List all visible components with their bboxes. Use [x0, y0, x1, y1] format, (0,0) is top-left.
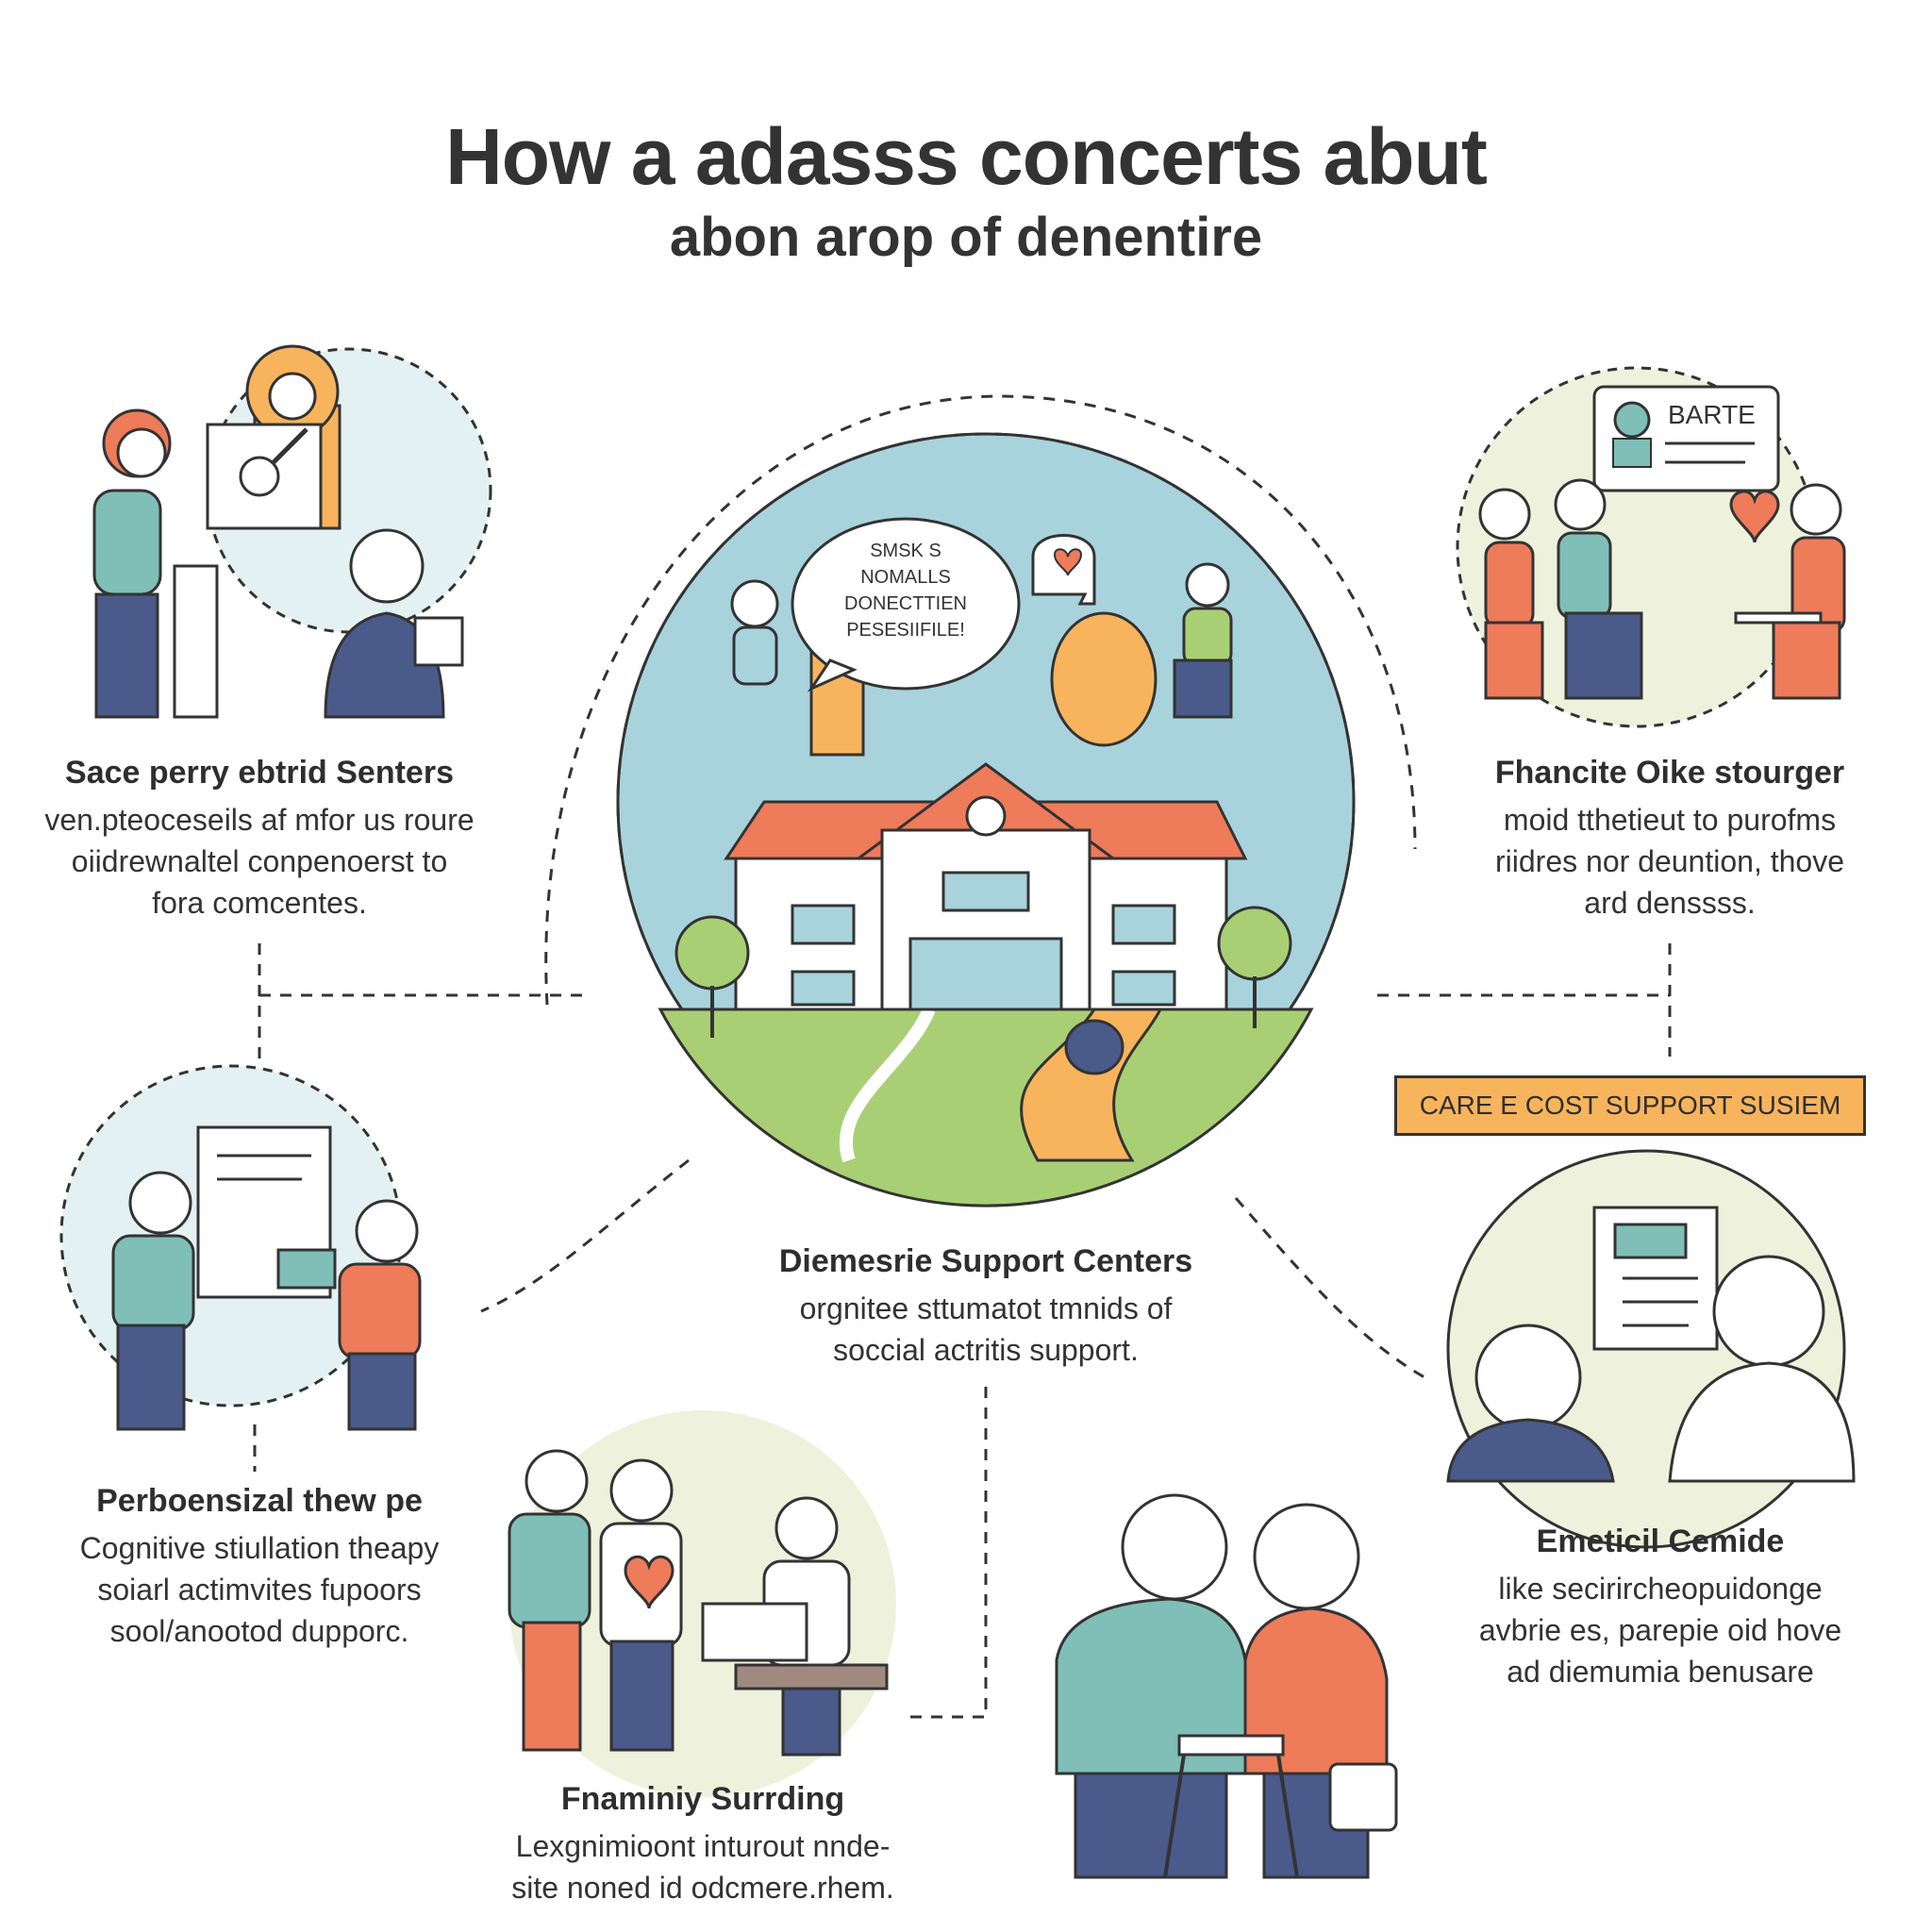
section-line: riidres nor deuntion, thove: [1495, 844, 1844, 878]
cost-support-callout: CARE E COST SUPPORT SUSIEM: [1394, 1075, 1866, 1136]
illustration-top-left: [92, 344, 492, 719]
speech-bubble-line: SMSK S: [870, 541, 941, 561]
section-heading: Fnaminiy Surrding: [560, 1781, 845, 1817]
section-line: Cognitive stiullation theapy: [79, 1531, 440, 1565]
section-heading: Emeticil Cemide: [1536, 1524, 1785, 1559]
section-center: Diemesrie Support Centers orgnitee sttum…: [717, 1243, 1255, 1371]
section-mid-left: Perboensizal thew pe Cognitive stiullati…: [38, 1483, 481, 1652]
section-bottom-center: Fnaminiy Surrding Lexgnimioont inturout …: [481, 1781, 924, 1908]
illustration-mid-left: [59, 1064, 422, 1431]
section-line: soiarl actimvites fupoors: [97, 1573, 422, 1607]
speech-bubble-line: DONECTTIEN: [844, 593, 967, 614]
section-line: ard denssss.: [1584, 886, 1756, 920]
section-heading: Sace perry ebtrid Senters: [65, 755, 454, 791]
illustration-bottom-center: [508, 1410, 896, 1797]
section-line: ad diemumia benusare: [1507, 1655, 1814, 1689]
illustration-center: [616, 432, 1356, 1208]
section-top-right: Fhancite Oike stourger moid tthetieut to…: [1434, 755, 1906, 924]
section-top-left: Sace perry ebtrid Senters ven.pteoceseil…: [28, 755, 491, 924]
illustration-bottom-right: [1055, 1493, 1398, 1879]
badge-label: BARTE: [1668, 400, 1756, 429]
section-line: orgnitee sttumatot tmnids of: [799, 1291, 1173, 1325]
section-line: sool/anootod dupporc.: [109, 1614, 409, 1648]
section-heading: Diemesrie Support Centers: [778, 1243, 1193, 1279]
section-line: fora comcentes.: [152, 886, 367, 920]
section-line: ven.pteoceseils af mfor us roure: [44, 803, 475, 837]
page-subtitle: abon arop of denentire: [669, 207, 1263, 268]
section-heading: Perboensizal thew pe: [96, 1483, 423, 1519]
speech-bubble-line: PESESIIFILE!: [846, 620, 965, 641]
section-mid-right: Emeticil Cemide like secirircheopuidonge…: [1434, 1524, 1887, 1692]
illustration-top-right: [1456, 366, 1846, 728]
section-line: Lexgnimioont inturout nnde-: [515, 1829, 891, 1863]
section-line: site noned id odcmere.rhem.: [511, 1871, 894, 1905]
section-line: avbrie es, parepie oid hove: [1478, 1613, 1842, 1647]
speech-bubble-line: NOMALLS: [860, 567, 951, 588]
section-line: oiidrewnaltel conpenoerst to: [71, 844, 448, 878]
illustration-mid-right: [1446, 1149, 1856, 1549]
callout-label: CARE E COST SUPPORT SUSIEM: [1419, 1091, 1841, 1120]
dashed-connectors: [253, 394, 1672, 1719]
section-line: moid tthetieut to purofms: [1503, 803, 1837, 837]
section-heading: Fhancite Oike stourger: [1494, 755, 1845, 791]
speech-bubble-text: SMSK S NOMALLS DONECTTIEN PESESIIFILE!: [802, 538, 1009, 643]
page-title: How a adasss concerts abut: [445, 112, 1488, 201]
section-line: like secirircheopuidonge: [1498, 1572, 1823, 1606]
section-line: soccial actritis support.: [833, 1333, 1139, 1367]
